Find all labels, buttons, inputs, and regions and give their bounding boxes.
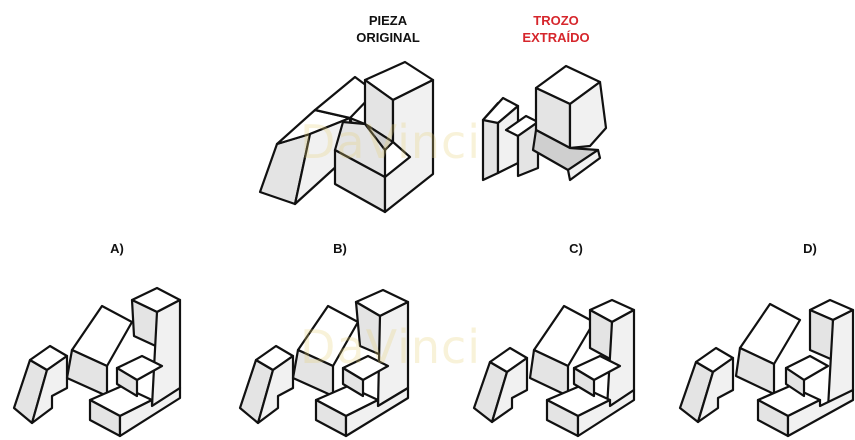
label-option-b: B) [333,241,347,256]
label-option-a: A) [110,241,124,256]
label-option-d: D) [803,241,817,256]
label-option-c: C) [569,241,583,256]
option-c-drawing [472,298,636,438]
option-a-drawing [12,286,182,438]
option-b-drawing [238,288,410,438]
option-d-drawing [678,298,855,438]
extracted-piece-drawing [481,64,608,182]
original-piece-drawing [258,60,435,214]
label-trozo-extraido: TROZO EXTRAÍDO [522,13,590,45]
label-pieza-original: PIEZA ORIGINAL [356,13,420,45]
